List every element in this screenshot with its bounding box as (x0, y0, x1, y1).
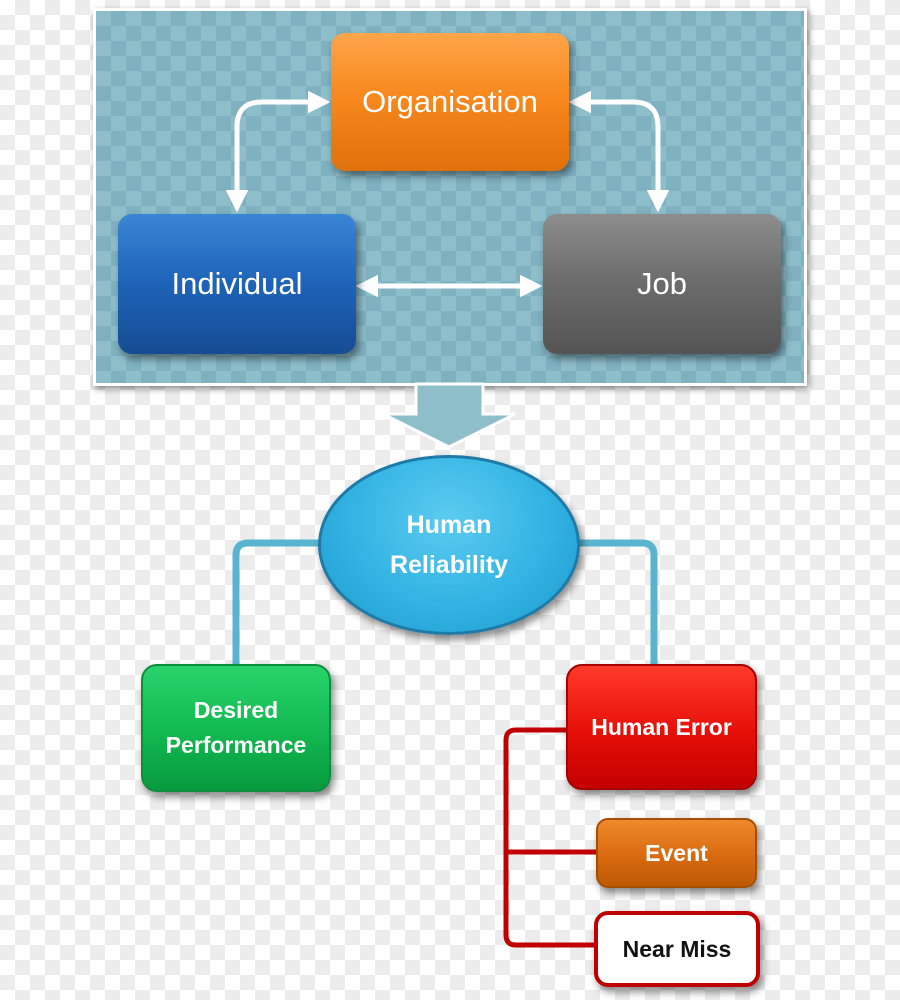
desired-performance-label-line2: Performance (165, 732, 307, 758)
human-reliability-label-line1: Human (406, 511, 492, 539)
down-arrow-to-reliability (382, 382, 516, 449)
human-reliability-node: Human Reliability (318, 455, 580, 635)
job-label: Job (637, 266, 687, 301)
connector-error-branch (503, 727, 598, 948)
near-miss-node: Near Miss (594, 911, 760, 987)
arrow-organisation-individual (225, 90, 331, 213)
connector-reliability-error (577, 539, 658, 666)
human-error-node: Human Error (566, 664, 757, 790)
desired-performance-label-line1: Desired (193, 697, 279, 723)
individual-label: Individual (171, 266, 303, 301)
event-node: Event (596, 818, 757, 888)
individual-node: Individual (118, 214, 356, 354)
desired-performance-node: Desired Performance (141, 664, 331, 792)
arrow-organisation-job (568, 90, 670, 213)
near-miss-label: Near Miss (622, 935, 732, 962)
event-label: Event (645, 839, 708, 866)
job-node: Job (543, 214, 781, 354)
human-reliability-label-line2: Reliability (389, 551, 509, 579)
organisation-label: Organisation (362, 84, 538, 119)
organisation-node: Organisation (331, 33, 569, 171)
connector-reliability-desired (232, 539, 322, 666)
human-error-label: Human Error (591, 713, 732, 740)
